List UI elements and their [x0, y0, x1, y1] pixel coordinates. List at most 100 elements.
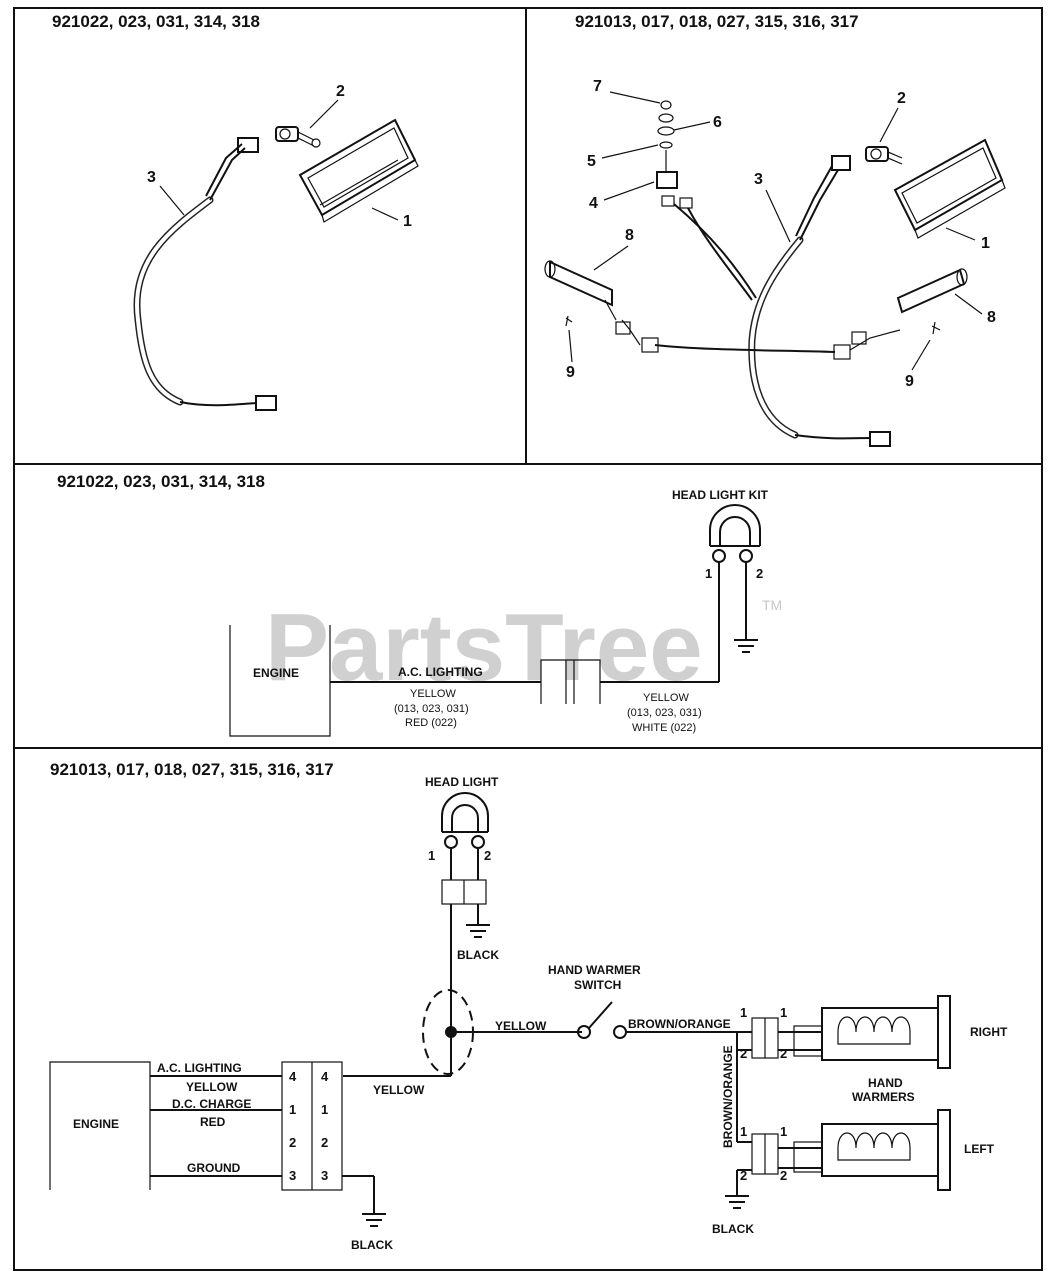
black-top-label: BLACK [457, 948, 499, 962]
watermark-tm: TM [762, 597, 782, 613]
callout-3: 3 [147, 169, 156, 186]
conn-left-pin-2: 2 [289, 1135, 296, 1150]
right-warmer-element [821, 995, 951, 1069]
wire-harness-2 [615, 155, 901, 447]
callout-2: 2 [897, 90, 906, 107]
ground-label: GROUND [187, 1161, 241, 1175]
right-color: YELLOW [643, 692, 689, 704]
engine-label-b: ENGINE [73, 1117, 119, 1131]
headlight-housing-2 [893, 138, 1006, 239]
callout-2: 2 [336, 83, 345, 100]
engine-box-a [229, 625, 331, 737]
panel-top-right-heading: 921013, 017, 018, 027, 315, 316, 317 [575, 12, 859, 31]
right-pin-lower-r: 2 [780, 1046, 787, 1061]
ac-lighting-label-a: A.C. LIGHTING [398, 665, 483, 679]
left-alt: RED (022) [405, 717, 457, 729]
hand-warmer-switch-symbol [577, 1001, 627, 1039]
kit-pin-2: 2 [756, 566, 763, 581]
right-models: (013, 023, 031) [627, 707, 702, 719]
red-label: RED [200, 1115, 226, 1129]
schematic-a: 921022, 023, 031, 314, 318 HEAD LIGHT KI… [57, 472, 769, 737]
watermark: PartsTree [265, 594, 703, 701]
panel-top-right: 921013, 017, 018, 027, 315, 316, 317 [544, 12, 1006, 447]
black-bottom-label: BLACK [351, 1238, 393, 1252]
brown-orange-label: BROWN/ORANGE [628, 1017, 731, 1031]
kit-pin-1: 1 [705, 566, 712, 581]
dc-charge-label: D.C. CHARGE [172, 1097, 251, 1111]
hand-warmers-label-1: HAND [868, 1076, 903, 1090]
schematic-b: 921013, 017, 018, 027, 315, 316, 317 HEA… [49, 760, 1008, 1252]
left-label: LEFT [964, 1142, 995, 1156]
left-warmer-connector [737, 1133, 823, 1175]
screw-left [565, 315, 573, 327]
callout-9a: 9 [566, 364, 575, 381]
switch-label-1: HAND WARMER [548, 963, 641, 977]
hand-warmer-grip-left [544, 260, 617, 321]
brown-orange-vertical-label: BROWN/ORANGE [721, 1045, 735, 1148]
hl-pin-2: 2 [484, 848, 491, 863]
right-alt: WHITE (022) [632, 722, 696, 734]
bulb-socket-2 [865, 146, 903, 165]
conn-right-pin-1: 1 [321, 1102, 328, 1117]
callout-8a: 8 [625, 227, 634, 244]
conn-left-pin-3: 3 [289, 1168, 296, 1183]
callout-8b: 8 [987, 309, 996, 326]
right-pin-upper-r: 1 [780, 1005, 787, 1020]
callout-6: 6 [713, 114, 722, 131]
ac-lighting-label-b: A.C. LIGHTING [157, 1061, 242, 1075]
head-light-title: HEAD LIGHT [425, 775, 499, 789]
engine-box-b [49, 1061, 151, 1190]
wire-harness [133, 137, 277, 411]
right-warmer-connector [737, 1017, 823, 1059]
left-color: YELLOW [410, 688, 456, 700]
head-light-kit-symbol [709, 504, 761, 682]
conn-right-pin-2: 2 [321, 1135, 328, 1150]
bulb-socket [275, 126, 321, 148]
engine-connector [281, 1061, 343, 1191]
left-pin-upper-l: 1 [740, 1124, 747, 1139]
headlight-housing [298, 118, 419, 223]
callout-9b: 9 [905, 373, 914, 390]
callout-1: 1 [403, 213, 412, 230]
schematic-a-heading: 921022, 023, 031, 314, 318 [57, 472, 265, 491]
conn-right-pin-3: 3 [321, 1168, 328, 1183]
left-pin-lower-r: 2 [780, 1168, 787, 1183]
callout-1: 1 [981, 235, 990, 252]
warmer-ground [725, 1170, 749, 1209]
black-warmer-label: BLACK [712, 1222, 754, 1236]
engine-ground [342, 1175, 386, 1227]
conn-right-pin-4: 4 [321, 1069, 329, 1084]
panel-top-left-heading: 921022, 023, 031, 314, 318 [52, 12, 260, 31]
conn-left-pin-1: 1 [289, 1102, 296, 1117]
head-light-kit-title: HEAD LIGHT KIT [672, 488, 769, 502]
yellow-bottom-label: YELLOW [373, 1083, 425, 1097]
switch-label-2: SWITCH [574, 978, 621, 992]
yellow-left-label: YELLOW [186, 1080, 238, 1094]
yellow-mid-label: YELLOW [495, 1019, 547, 1033]
right-pin-lower-l: 2 [740, 1046, 747, 1061]
right-label: RIGHT [970, 1025, 1008, 1039]
left-pin-upper-r: 1 [780, 1124, 787, 1139]
left-models: (013, 023, 031) [394, 703, 469, 715]
inline-connector-a [540, 659, 601, 704]
toggle-switch-assembly [656, 100, 693, 209]
hl-pin-1: 1 [428, 848, 435, 863]
hand-warmer-grip-right [896, 268, 968, 314]
left-warmer-element [821, 1109, 951, 1191]
screw-right [931, 321, 941, 335]
conn-left-pin-4: 4 [289, 1069, 297, 1084]
hand-warmers-label-2: WARMERS [852, 1090, 915, 1104]
panel-top-left: 921022, 023, 031, 314, 318 1 2 [52, 12, 419, 411]
callout-7: 7 [593, 78, 602, 95]
engine-label-a: ENGINE [253, 666, 299, 680]
left-pin-lower-l: 2 [740, 1168, 747, 1183]
callout-4: 4 [589, 195, 598, 212]
schematic-b-heading: 921013, 017, 018, 027, 315, 316, 317 [50, 760, 334, 779]
outer-frame [13, 7, 1043, 1271]
callout-5: 5 [587, 153, 596, 170]
head-light-symbol [441, 792, 490, 938]
right-pin-upper-l: 1 [740, 1005, 747, 1020]
callout-3: 3 [754, 171, 763, 188]
